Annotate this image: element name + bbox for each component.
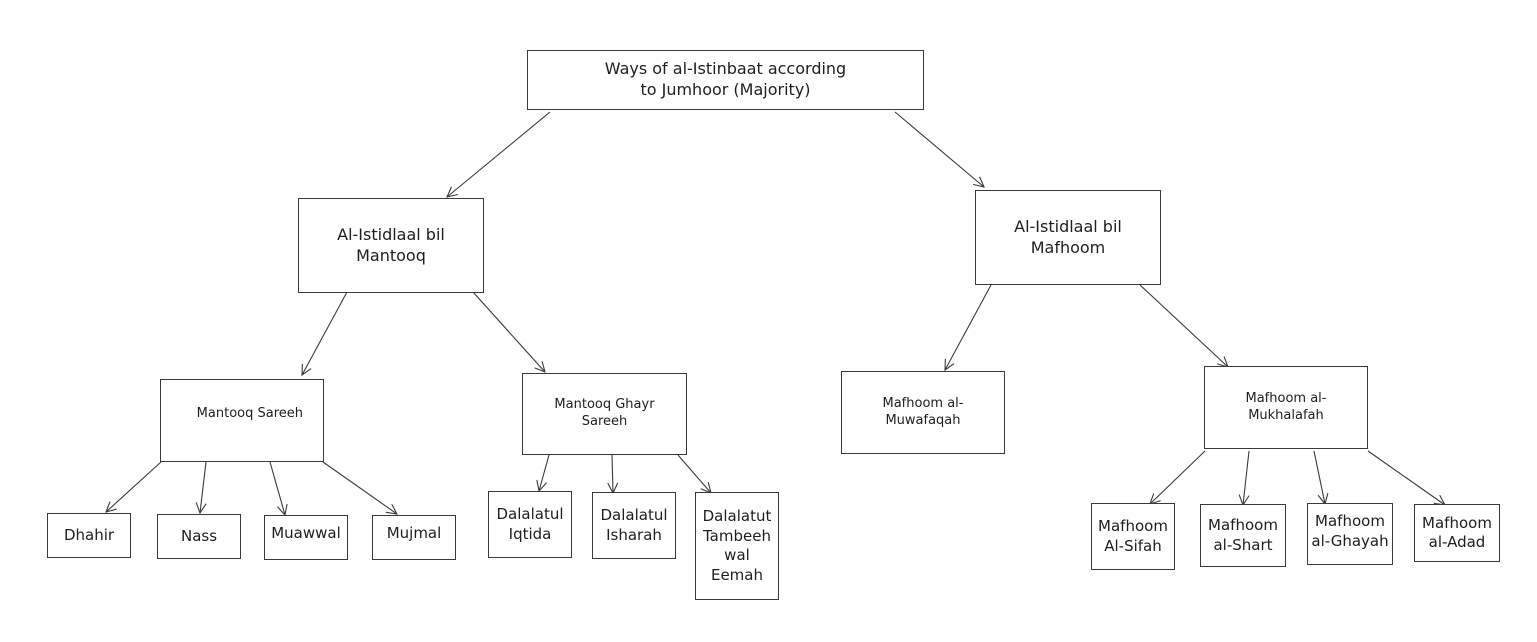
node-dalalatut-tambeeh-label: Dalalatut Tambeeh wal Eemah [702,507,772,584]
node-mafhoom-ghayah-label: Mafhoom al-Ghayah [1311,512,1389,550]
node-mafhoom-muwafaqah: Mafhoom al- Muwafaqah [841,371,1005,454]
node-dalalatul-isharah: Dalalatul Isharah [592,492,676,559]
edge-ghayr-isharah [612,454,613,493]
node-mafhoom-sifah-label: Mafhoom Al-Sifah [1098,517,1168,555]
node-istidlaal-mantooq: Al-Istidlaal bil Mantooq [298,198,484,293]
edge-mukhalafah-adad [1367,450,1445,505]
node-mantooq-sareeh: Mantooq Sareeh [160,379,324,462]
edge-sareeh-nass [200,461,206,513]
node-dalalatul-isharah-label: Dalalatul Isharah [600,506,668,544]
edge-sareeh-mujmal [322,461,397,514]
node-dalalatul-iqtida: Dalalatul Iqtida [488,491,572,558]
edge-sareeh-dhahir [106,461,162,512]
node-istidlaal-mafhoom-label: Al-Istidlaal bil Mafhoom [1014,216,1122,257]
node-dalalatul-iqtida-label: Dalalatul Iqtida [496,505,564,543]
node-mafhoom-shart: Mafhoom al-Shart [1200,504,1286,567]
node-istidlaal-mantooq-label: Al-Istidlaal bil Mantooq [337,224,445,265]
node-mafhoom-mukhalafah: Mafhoom al- Mukhalafah [1204,366,1368,449]
edge-mantooq-ghayr-sareeh [472,291,545,372]
node-mujmal: Mujmal [372,515,456,560]
node-root: Ways of al-Istinbaat according to Jumhoo… [527,50,924,110]
edge-root-mafhoom [894,111,984,187]
node-mantooq-ghayr-sareeh-label: Mantooq Ghayr Sareeh [554,397,655,429]
edge-sareeh-muawwal [269,461,285,515]
edge-mukhalafah-shart [1243,450,1250,505]
node-mujmal-label: Mujmal [386,524,442,542]
edge-mafhoom-mukhalafah [1139,284,1228,367]
edge-mukhalafah-ghayah [1313,450,1325,504]
node-istidlaal-mafhoom: Al-Istidlaal bil Mafhoom [975,190,1161,285]
node-mafhoom-muwafaqah-label: Mafhoom al- Muwafaqah [882,395,964,428]
edge-root-mantooq [447,111,551,197]
node-root-label: Ways of al-Istinbaat according to Jumhoo… [604,59,847,99]
node-dhahir-label: Dhahir [63,525,115,544]
edge-mantooq-sareeh [302,291,348,375]
node-muawwal: Muawwal [264,515,348,560]
node-mafhoom-sifah: Mafhoom Al-Sifah [1091,503,1175,570]
node-nass: Nass [157,514,241,559]
node-mafhoom-adad: Mafhoom al-Adad [1414,504,1500,562]
node-muawwal-label: Muawwal [271,524,341,542]
node-mantooq-ghayr-sareeh: Mantooq Ghayr Sareeh [522,373,687,455]
node-dalalatut-tambeeh: Dalalatut Tambeeh wal Eemah [695,492,779,600]
edge-ghayr-tambeeh [677,454,711,493]
node-mantooq-sareeh-label: Mantooq Sareeh [196,406,303,421]
node-mafhoom-ghayah: Mafhoom al-Ghayah [1307,503,1393,565]
node-nass-label: Nass [180,526,218,545]
node-dhahir: Dhahir [47,513,131,558]
edge-mukhalafah-sifah [1150,450,1206,504]
edge-mafhoom-muwafaqah [945,284,992,370]
node-mafhoom-mukhalafah-label: Mafhoom al- Mukhalafah [1245,390,1327,423]
node-mafhoom-shart-label: Mafhoom al-Shart [1208,516,1278,554]
node-mafhoom-adad-label: Mafhoom al-Adad [1422,513,1492,552]
edge-ghayr-iqtida [539,454,550,491]
